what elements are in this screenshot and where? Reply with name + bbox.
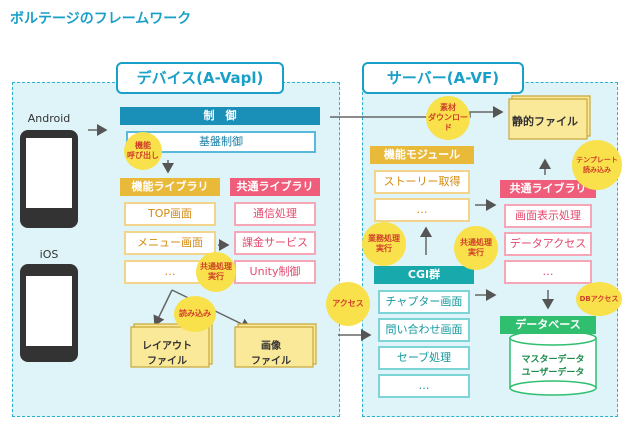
common-library-device-item-billing: 課金サービス xyxy=(234,231,316,255)
function-library-item-menu: メニュー画面 xyxy=(124,231,216,255)
cgi-item-save: セーブ処理 xyxy=(378,346,470,370)
cgi-item-inquiry: 問い合わせ画面 xyxy=(378,318,470,342)
database-header: データベース xyxy=(500,316,596,334)
function-module-header: 機能モジュール xyxy=(370,146,474,164)
cgi-item-more: … xyxy=(378,374,470,398)
page-title: ボルテージのフレームワーク xyxy=(10,11,192,27)
common-library-server-item-more: … xyxy=(504,260,592,284)
control-header: 制 御 xyxy=(120,107,320,125)
common-library-device-item-comm: 通信処理 xyxy=(234,202,316,226)
server-panel-label: サーバー(A-VF) xyxy=(362,62,524,94)
layout-file-label: レイアウト ファイル xyxy=(142,341,192,367)
common-library-server-item-data: データアクセス xyxy=(504,232,592,256)
function-library-item-top: TOP画面 xyxy=(124,202,216,226)
bubble-common-exec-device: 共通処理 実行 xyxy=(196,252,236,292)
function-library-header: 機能ライブラリ xyxy=(120,178,220,196)
ios-screen xyxy=(26,276,72,346)
bubble-business-exec: 業務処理 実行 xyxy=(362,222,406,266)
bubble-db-access: DBアクセス xyxy=(576,282,622,316)
bubble-read-in: 読み込み xyxy=(174,296,216,332)
bubble-material-download: 素材 ダウンロード xyxy=(426,96,470,140)
cgi-group-header: CGI群 xyxy=(374,266,474,284)
bubble-access: アクセス xyxy=(326,282,370,326)
image-file-label: 画像 ファイル xyxy=(251,341,291,367)
cgi-item-chapter: チャプター画面 xyxy=(378,290,470,314)
static-file-label: 静的ファイル xyxy=(512,115,578,128)
control-item: 基盤制御 xyxy=(126,131,316,153)
database-content: マスターデータ ユーザーデータ xyxy=(521,355,585,378)
android-label: Android xyxy=(27,112,71,125)
bubble-template-read: テンプレート 読み込み xyxy=(572,140,622,190)
bubble-function-call: 機能 呼び出し xyxy=(124,132,162,170)
function-module-item-more: … xyxy=(374,198,470,222)
common-library-device-header: 共通ライブラリ xyxy=(230,178,320,196)
device-panel-label: デバイス(A-Vapl) xyxy=(116,62,284,94)
common-library-device-item-unity: Unity制御 xyxy=(234,260,316,284)
android-screen xyxy=(26,138,72,208)
ios-label: iOS xyxy=(39,248,59,261)
common-library-server-item-display: 画面表示処理 xyxy=(504,204,592,228)
common-library-server-header: 共通ライブラリ xyxy=(500,180,596,198)
bubble-common-exec-server: 共通処理 実行 xyxy=(454,226,498,270)
function-module-item-story: ストーリー取得 xyxy=(374,170,470,194)
